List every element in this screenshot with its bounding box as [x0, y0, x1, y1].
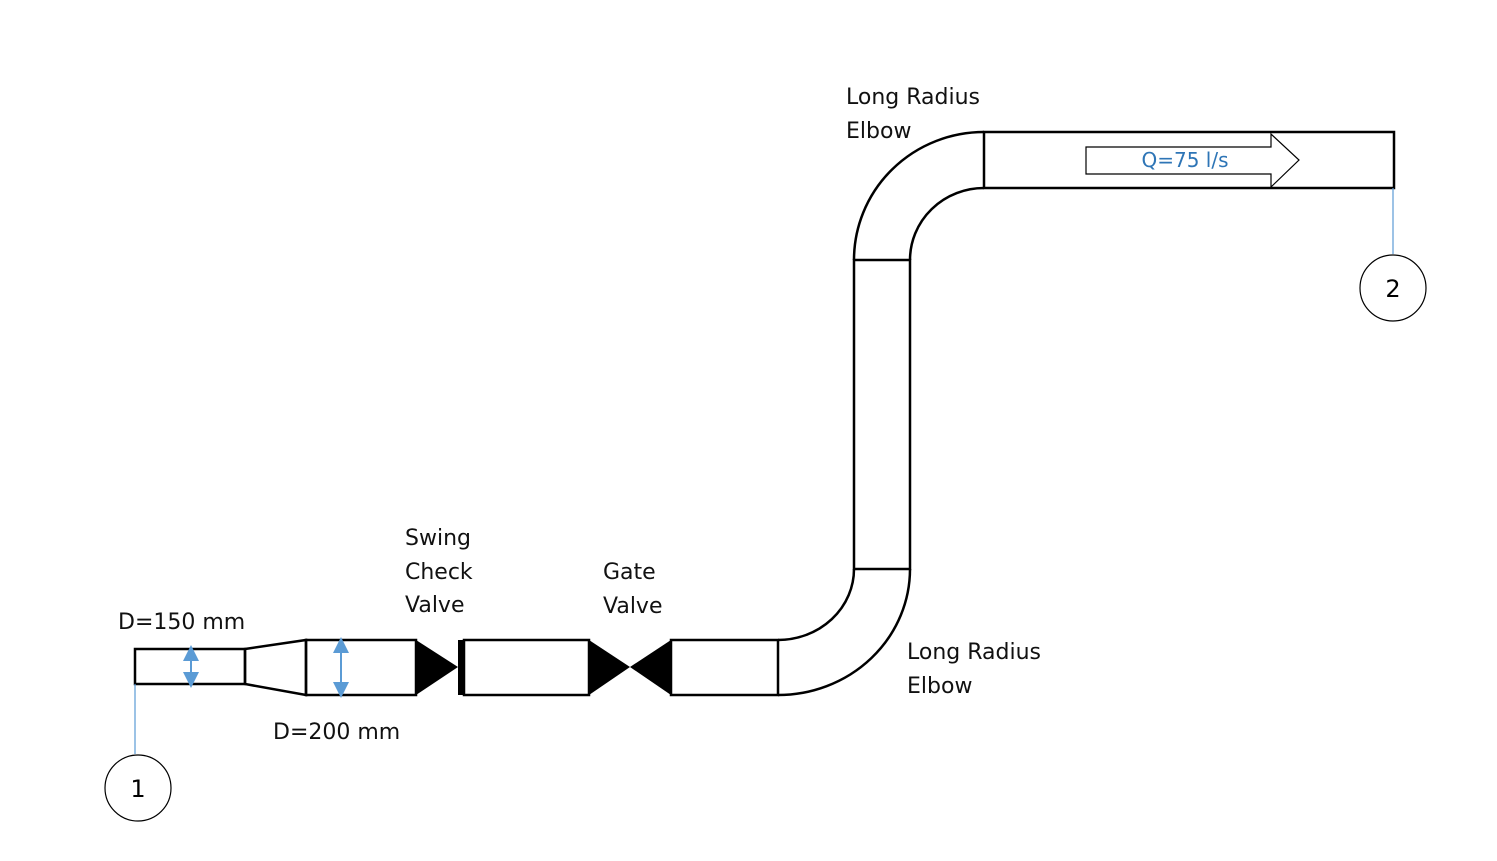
top-elbow [852, 130, 985, 261]
svg-text:Elbow: Elbow [846, 119, 911, 144]
point-2-marker: 2 [1359, 254, 1427, 322]
svg-text:Valve: Valve [603, 594, 663, 619]
gate-valve-label: Gate Valve [603, 560, 663, 619]
swing-check-valve-label: Swing Check Valve [405, 526, 473, 618]
small-diameter-label: D=150 mm [118, 610, 245, 635]
top-elbow-label: Long Radius Elbow [846, 85, 980, 144]
svg-text:Long Radius: Long Radius [907, 640, 1041, 665]
svg-text:Elbow: Elbow [907, 674, 972, 699]
large-pipe-segment-1 [304, 638, 418, 697]
swing-check-valve-icon [416, 640, 464, 695]
bottom-elbow-label: Long Radius Elbow [907, 640, 1041, 699]
svg-text:Valve: Valve [405, 593, 465, 618]
flow-rate-label: Q=75 l/s [1141, 148, 1228, 172]
svg-text:Check: Check [405, 560, 473, 585]
outlet-pipe-segment [982, 130, 1396, 190]
svg-text:Long Radius: Long Radius [846, 85, 980, 110]
bottom-elbow [777, 568, 912, 697]
svg-text:Swing: Swing [405, 526, 471, 551]
svg-text:1: 1 [130, 775, 145, 803]
large-diameter-label: D=200 mm [273, 720, 400, 745]
pipe-expansion [243, 638, 308, 697]
large-pipe-segment-3 [669, 638, 780, 697]
large-pipe-segment-2 [462, 638, 591, 697]
svg-text:Gate: Gate [603, 560, 656, 585]
gate-valve-icon [589, 640, 671, 695]
point-1-marker: 1 [104, 754, 172, 822]
flow-arrow-icon [1085, 132, 1300, 189]
svg-text:2: 2 [1385, 275, 1400, 303]
vertical-pipe-segment [852, 258, 912, 571]
